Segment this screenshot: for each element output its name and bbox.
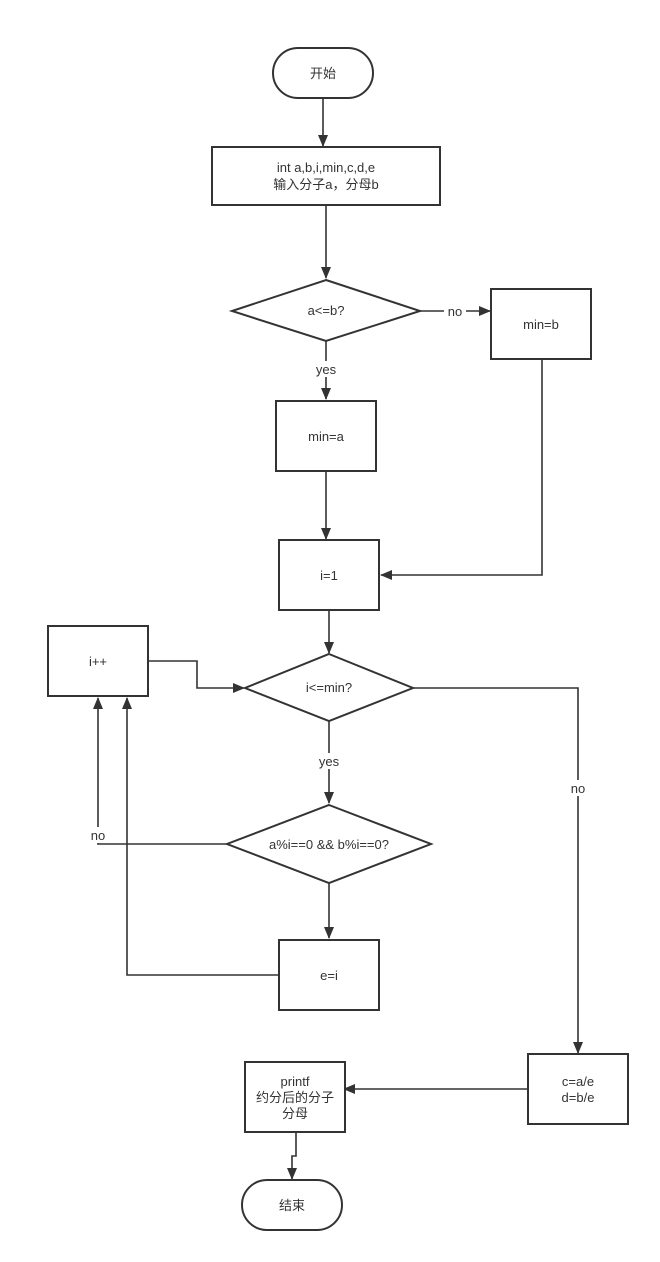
i-one-label: i=1 — [320, 568, 338, 583]
edge-label-no-mod: no — [91, 828, 105, 843]
edge-labels: no yes yes no no — [87, 303, 589, 843]
edge-label-bg-no-mod — [87, 827, 109, 843]
min-a-label: min=a — [308, 429, 345, 444]
edge-print-to-end — [287, 1132, 297, 1180]
edge-e-eq-i-to-i-inc — [122, 697, 279, 976]
edge-min-b-to-i-one — [380, 359, 543, 580]
edge-cmp-i-no-to-compute — [413, 687, 583, 1054]
edge-label-yes-ab: yes — [316, 362, 337, 377]
edge-cmp-mod-no-to-i-inc — [93, 697, 227, 845]
print-label-line-2: 约分后的分子 — [256, 1090, 334, 1105]
compute-process-box — [527, 1053, 629, 1125]
node-labels: 开始 int a,b,i,min,c,d,e 输入分子a，分母b a<=b? m… — [89, 66, 594, 1213]
start-terminal — [272, 47, 374, 99]
cmp-i-decision — [242, 652, 416, 723]
edge-label-bg-no-i — [567, 780, 589, 796]
edge-label-bg-no-ab — [444, 303, 466, 319]
print-process-box — [244, 1061, 346, 1133]
init-process-box — [211, 146, 441, 206]
min-b-label: min=b — [523, 317, 559, 332]
edge-label-bg-yes-i — [316, 753, 342, 769]
compute-label-line-2: d=b/e — [562, 1090, 595, 1105]
min-b-process-box — [490, 288, 592, 360]
cmp-mod-decision — [224, 803, 434, 885]
nodes — [47, 47, 629, 1231]
start-label: 开始 — [310, 66, 336, 81]
e-eq-i-process-box — [278, 939, 380, 1011]
edge-label-no-i: no — [571, 781, 585, 796]
i-inc-process-box — [47, 625, 149, 697]
print-label-line-3: 分母 — [282, 1106, 308, 1121]
end-label: 结束 — [279, 1198, 305, 1213]
end-terminal — [241, 1179, 343, 1231]
i-one-process-box — [278, 539, 380, 611]
cmp-ab-decision — [228, 278, 424, 343]
compute-label-line-1: c=a/e — [562, 1074, 594, 1089]
min-a-process-box — [275, 400, 377, 472]
edge-label-yes-i: yes — [319, 754, 340, 769]
cmp-i-label: i<=min? — [306, 680, 352, 695]
init-label-line-1: int a,b,i,min,c,d,e — [277, 160, 375, 175]
edge-i-inc-to-cmp-i — [148, 660, 245, 693]
edges — [93, 98, 583, 1180]
print-label-line-1: printf — [281, 1074, 310, 1089]
cmp-mod-label: a%i==0 && b%i==0? — [269, 837, 389, 852]
init-label-line-2: 输入分子a，分母b — [273, 177, 378, 192]
e-eq-i-label: e=i — [320, 968, 338, 983]
i-inc-label: i++ — [89, 654, 107, 669]
edge-label-no-ab: no — [448, 304, 462, 319]
cmp-ab-label: a<=b? — [308, 303, 345, 318]
edge-label-bg-yes-ab — [313, 361, 339, 377]
